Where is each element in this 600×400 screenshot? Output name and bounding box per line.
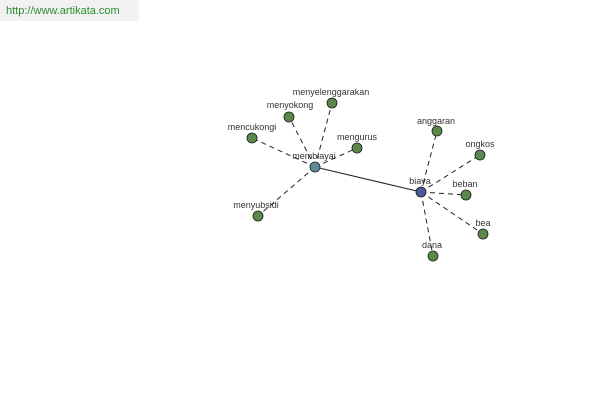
node-label-anggaran[interactable]: anggaran [417, 116, 455, 126]
edge-biaya-dana [420, 191, 434, 257]
node-label-mengurus[interactable]: mengurus [337, 132, 378, 142]
node-mengurus[interactable] [351, 142, 363, 154]
node-label-mencukongi[interactable]: mencukongi [228, 122, 277, 132]
nodes-layer [246, 97, 489, 262]
node-menyokong[interactable] [283, 111, 295, 123]
node-label-bea[interactable]: bea [475, 218, 490, 228]
node-label-dana[interactable]: dana [422, 240, 442, 250]
edge-membiayai-menyelenggarakan [314, 102, 333, 168]
node-label-beban[interactable]: beban [452, 179, 477, 189]
node-ongkos[interactable] [474, 149, 486, 161]
node-biaya[interactable] [415, 186, 427, 198]
node-membiayai[interactable] [309, 161, 321, 173]
source-url[interactable]: http://www.artikata.com [0, 0, 139, 21]
edge-membiayai-mengurus [314, 147, 358, 168]
node-bea[interactable] [477, 228, 489, 240]
node-menyubsidi[interactable] [252, 210, 264, 222]
edges-layer [251, 102, 484, 257]
node-beban[interactable] [460, 189, 472, 201]
node-label-membiayai[interactable]: membiayai [292, 151, 336, 161]
edge-biaya-beban [420, 191, 467, 196]
edge-membiayai-biaya [314, 166, 422, 193]
node-label-menyokong[interactable]: menyokong [267, 100, 314, 110]
node-label-biaya[interactable]: biaya [409, 176, 431, 186]
labels-layer: menyelenggarakan menyokong mencukongi mengu… [228, 87, 495, 250]
edge-membiayai-mencukongi [251, 137, 316, 168]
edge-biaya-ongkos [420, 154, 481, 193]
edge-membiayai-menyubsidi [257, 166, 316, 217]
node-label-menyelenggarakan[interactable]: menyelenggarakan [293, 87, 370, 97]
node-menyelenggarakan[interactable] [326, 97, 338, 109]
edge-membiayai-menyokong [288, 116, 316, 168]
node-mencukongi[interactable] [246, 132, 258, 144]
node-label-ongkos[interactable]: ongkos [465, 139, 495, 149]
edge-biaya-anggaran [420, 130, 438, 193]
node-anggaran[interactable] [431, 125, 443, 137]
node-label-menyubsidi[interactable]: menyubsidi [233, 200, 279, 210]
edge-biaya-bea [420, 191, 484, 235]
node-dana[interactable] [427, 250, 439, 262]
